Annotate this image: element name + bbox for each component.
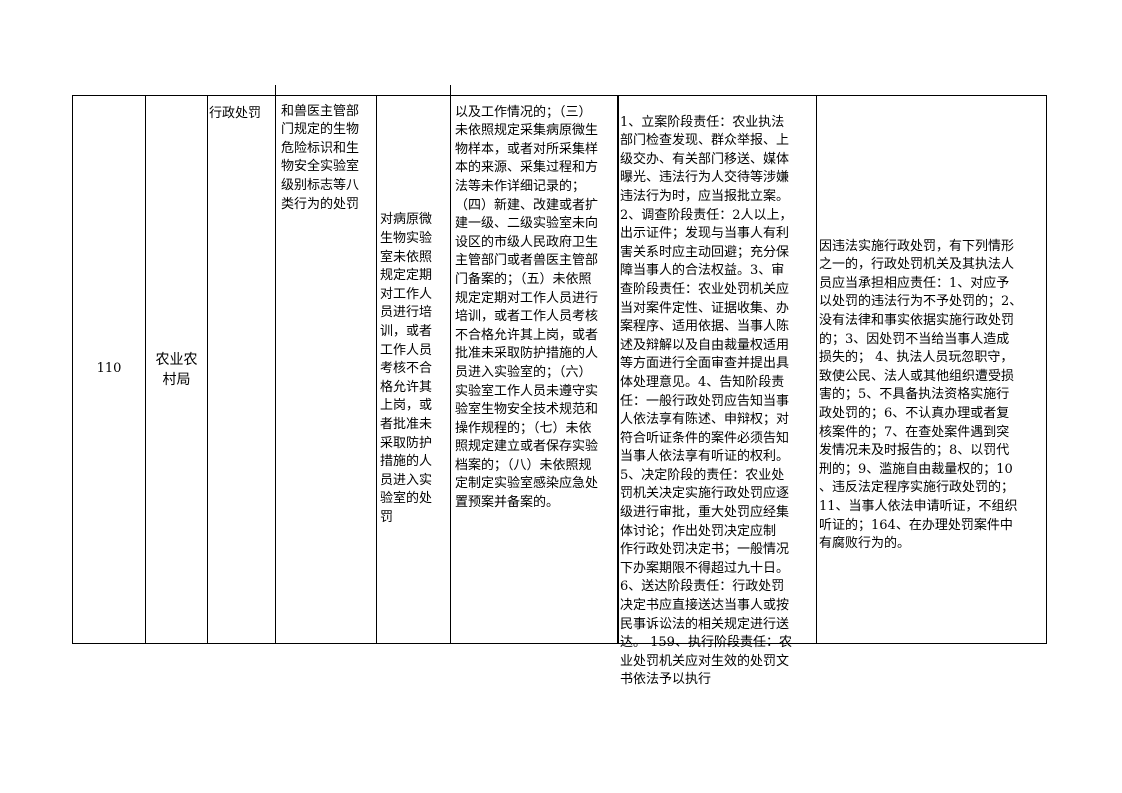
row-number: 110 xyxy=(96,361,122,377)
basis-cell: 以及工作情况的；（三） 未依照规定采集病原微生 物样本，或者对所采集样 本的来源… xyxy=(455,85,617,510)
department-cell: 农业农 村局 xyxy=(146,96,207,643)
row-number-cell: 110 xyxy=(73,96,145,643)
sub-item-cell: 对病原微 生物实验 室未依照 规定定期 对工作人 员进行培 训，或者 工作人员 … xyxy=(380,96,450,643)
col-divider xyxy=(617,95,618,644)
accountability-text: 因违法实施行政处罚，有下列情形 之一的，行政处罚机关及其执法人 员应当承担相应责… xyxy=(819,238,1023,552)
category-cell: 行政处罚 xyxy=(209,86,275,121)
basis-text: 以及工作情况的；（三） 未依照规定采集病原微生 物样本，或者对所采集样 本的来源… xyxy=(455,104,599,511)
col-divider xyxy=(618,95,619,644)
category-text: 行政处罚 xyxy=(209,105,262,121)
col-divider xyxy=(275,85,276,644)
col-divider xyxy=(816,95,817,644)
sub-item-text: 对病原微 生物实验 室未依照 规定定期 对工作人 员进行培 训，或者 工作人员 … xyxy=(380,212,433,525)
department-name: 农业农 村局 xyxy=(155,351,198,388)
col-divider xyxy=(450,85,451,644)
col-divider xyxy=(207,95,208,644)
responsibility-text: 1、立案阶段责任：农业执法 部门检查发现、群众举报、上 级交办、有关部门移送、媒… xyxy=(620,114,793,688)
accountability-cell: 因违法实施行政处罚，有下列情形 之一的，行政处罚机关及其执法人 员应当承担相应责… xyxy=(819,219,1045,552)
table-top-border xyxy=(72,95,1047,96)
col-divider xyxy=(1046,95,1047,644)
responsibility-cell: 1、立案阶段责任：农业执法 部门检查发现、群众举报、上 级交办、有关部门移送、媒… xyxy=(620,95,816,688)
col-divider xyxy=(145,95,146,644)
col-divider xyxy=(376,95,377,644)
table-bottom-border xyxy=(72,643,1047,644)
item-name-cell: 和兽医主管部 门规定的生物 危险标识和生 物安全实验室 级别标志等八 类行为的处… xyxy=(281,84,376,644)
item-name-text: 和兽医主管部 门规定的生物 危险标识和生 物安全实验室 级别标志等八 类行为的处… xyxy=(281,103,360,212)
col-divider xyxy=(72,95,73,644)
